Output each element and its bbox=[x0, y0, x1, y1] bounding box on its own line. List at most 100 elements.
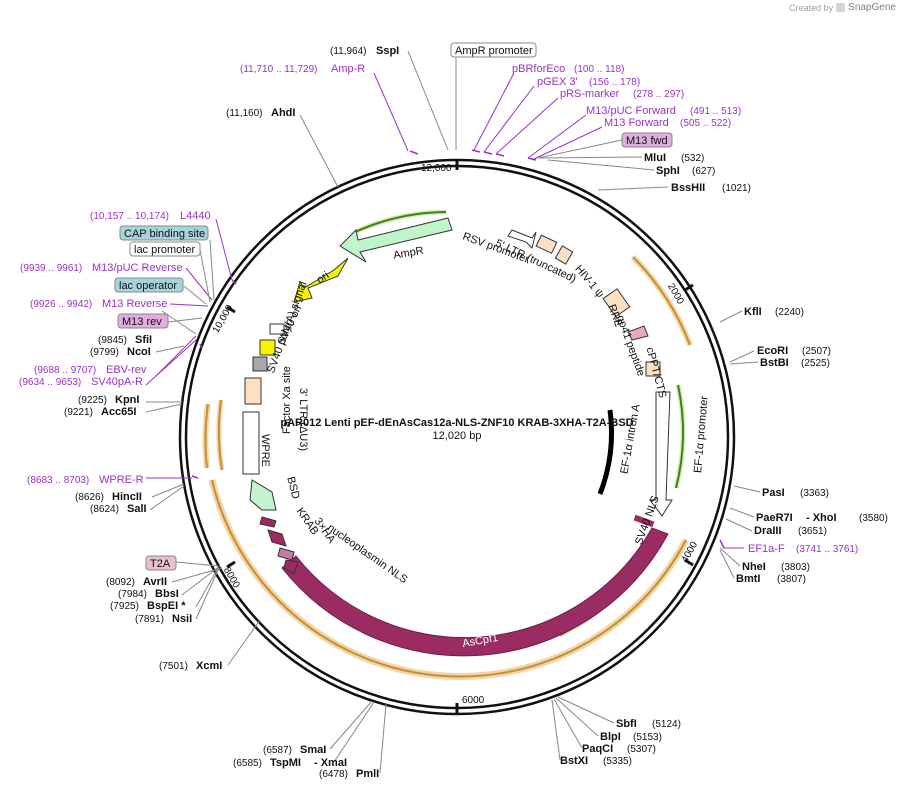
snapgene-logo-icon bbox=[836, 3, 846, 12]
enzyme-position: (11,964) bbox=[330, 46, 367, 57]
enzyme-name[interactable]: PmlI bbox=[356, 768, 379, 780]
primer-name[interactable]: M13/pUC Forward bbox=[586, 105, 676, 117]
primer-name[interactable]: EF1a-F bbox=[748, 543, 785, 555]
enzyme-position: (1021) bbox=[722, 183, 751, 194]
m13-fwd-box[interactable] bbox=[621, 132, 673, 148]
enzyme-name[interactable]: BlpI bbox=[600, 731, 621, 743]
enzyme-name[interactable]: TspMI bbox=[270, 757, 301, 769]
enzyme-name[interactable]: PaeR7I bbox=[756, 512, 793, 524]
primer-name[interactable]: Amp-R bbox=[331, 63, 365, 75]
enzyme-position: (9799) bbox=[90, 347, 119, 358]
enzyme-position: (5307) bbox=[627, 744, 656, 755]
enzyme-name[interactable]: AhdI bbox=[271, 107, 295, 119]
enzyme-position: (2240) bbox=[775, 307, 804, 318]
primer-name[interactable]: SV40pA-R bbox=[91, 376, 143, 388]
t2a-feature[interactable] bbox=[259, 516, 277, 528]
lac-promoter-box[interactable] bbox=[129, 241, 201, 257]
plasmid-title: pAR012 Lenti pEF-dEnAsCas12a-NLS-ZNF10 K… bbox=[280, 417, 633, 429]
tick-label: 12,000 bbox=[421, 163, 452, 174]
krab-feature[interactable] bbox=[267, 529, 287, 547]
primer-name[interactable]: M13/pUC Reverse bbox=[92, 262, 182, 274]
primer-name[interactable]: pBRforEco bbox=[512, 63, 565, 75]
ha3-feature[interactable] bbox=[277, 547, 295, 561]
primer-name[interactable]: WPRE-R bbox=[99, 474, 144, 486]
enzyme-position: (7891) bbox=[135, 614, 164, 625]
ef1a-promoter-feature[interactable] bbox=[649, 391, 673, 517]
rsv-promoter-feature[interactable] bbox=[507, 229, 537, 249]
enzyme-name[interactable]: BspEI * bbox=[147, 600, 186, 612]
enzyme-name[interactable]: SfiI bbox=[135, 334, 152, 346]
ampr-promoter-label: AmpR promoter bbox=[455, 45, 533, 57]
primer-range: (100 .. 118) bbox=[574, 64, 624, 75]
ampr-feature[interactable] bbox=[339, 217, 453, 263]
primer-name[interactable]: M13 Forward bbox=[604, 117, 669, 129]
ori-feature[interactable] bbox=[293, 257, 349, 303]
sv40-polya-feature[interactable] bbox=[252, 356, 268, 372]
ltr5-feature[interactable] bbox=[535, 234, 558, 254]
enzyme-name[interactable]: NheI bbox=[742, 561, 766, 573]
sv40-promoter-feature[interactable] bbox=[269, 323, 285, 335]
enzyme-name[interactable]: BstBI bbox=[760, 357, 789, 369]
ltr3-feature[interactable] bbox=[244, 377, 262, 405]
enzyme-name[interactable]: NsiI bbox=[172, 613, 192, 625]
enzyme-name[interactable]: KflI bbox=[744, 306, 762, 318]
enzyme-name[interactable]: Acc65I bbox=[101, 406, 136, 418]
enzyme-position: (2507) bbox=[802, 346, 831, 357]
enzyme-name[interactable]: BmtI bbox=[736, 573, 760, 585]
lac-operator-box[interactable] bbox=[114, 277, 184, 293]
ef1a-intron-feature[interactable] bbox=[597, 409, 614, 495]
primer-range: (9926 .. 9942) bbox=[30, 299, 92, 310]
enzyme-name[interactable]: SphI bbox=[656, 165, 680, 177]
gp41-feature[interactable] bbox=[627, 325, 649, 341]
ampr-promoter-box[interactable] bbox=[450, 42, 537, 58]
enzyme-position: (3580) bbox=[859, 513, 888, 524]
primer-name[interactable]: M13 Reverse bbox=[102, 298, 167, 310]
enzyme-name[interactable]: BstXI bbox=[560, 755, 588, 767]
enzyme-name[interactable]: KpnI bbox=[115, 394, 139, 406]
enzyme-position: (2525) bbox=[801, 358, 830, 369]
rre-feature[interactable] bbox=[602, 288, 631, 318]
t2a-box[interactable] bbox=[145, 555, 177, 571]
watermark-created-by: Created by bbox=[789, 2, 834, 13]
primer-name[interactable]: EBV-rev bbox=[106, 364, 147, 376]
primer-name[interactable]: pRS-marker bbox=[560, 88, 620, 100]
ori-label: ori bbox=[315, 269, 332, 286]
enzyme-name[interactable]: DraIII bbox=[754, 525, 782, 537]
wpre-feature[interactable] bbox=[242, 411, 260, 475]
bsd-label: BSD bbox=[284, 475, 301, 500]
hiv-psi-feature[interactable] bbox=[554, 245, 574, 265]
enzyme-name[interactable]: AvrII bbox=[143, 576, 167, 588]
primer-name[interactable]: L4440 bbox=[180, 210, 211, 222]
bsd-feature[interactable] bbox=[249, 479, 277, 511]
enzyme-position: (11,160) bbox=[226, 108, 263, 119]
plasmid-length: 12,020 bp bbox=[433, 430, 482, 442]
enzyme-name[interactable]: PaqCI bbox=[582, 743, 613, 755]
enzyme-name[interactable]: XcmI bbox=[196, 660, 222, 672]
t2a-label: T2A bbox=[150, 558, 171, 570]
sv40-ori-feature[interactable] bbox=[259, 339, 276, 356]
enzyme-name[interactable]: SmaI bbox=[300, 744, 326, 756]
enzyme-name[interactable]: SbfI bbox=[616, 718, 637, 730]
enzyme-name[interactable]: BssHII bbox=[671, 182, 705, 194]
enzyme-name[interactable]: PasI bbox=[762, 487, 785, 499]
enzyme-name[interactable]: NcoI bbox=[127, 346, 151, 358]
enzyme-name[interactable]: HincII bbox=[112, 491, 142, 503]
primer-name[interactable]: pGEX 3' bbox=[537, 76, 578, 88]
sv40-nls-feature[interactable] bbox=[633, 514, 655, 528]
cppt-feature[interactable] bbox=[645, 361, 661, 377]
enzyme-position: (9225) bbox=[78, 395, 107, 406]
enzyme-name[interactable]: SalI bbox=[127, 503, 147, 515]
enzyme-name[interactable]: - XmaI bbox=[314, 757, 347, 769]
ascpf1-feature[interactable] bbox=[281, 527, 669, 657]
orf-arc-3-core bbox=[204, 403, 209, 469]
enzyme-name[interactable]: - XhoI bbox=[806, 512, 837, 524]
m13-rev-box[interactable] bbox=[117, 313, 169, 329]
enzyme-name[interactable]: MluI bbox=[644, 152, 666, 164]
enzyme-position: (6478) bbox=[319, 769, 348, 780]
enzyme-name[interactable]: SspI bbox=[376, 45, 399, 57]
enzyme-name[interactable]: BbsI bbox=[155, 588, 179, 600]
enzyme-name[interactable]: EcoRI bbox=[757, 345, 788, 357]
cap-binding-box[interactable] bbox=[119, 225, 209, 241]
nucleoplasmin-feature[interactable] bbox=[283, 559, 299, 575]
primer-range: (278 .. 297) bbox=[633, 89, 684, 100]
